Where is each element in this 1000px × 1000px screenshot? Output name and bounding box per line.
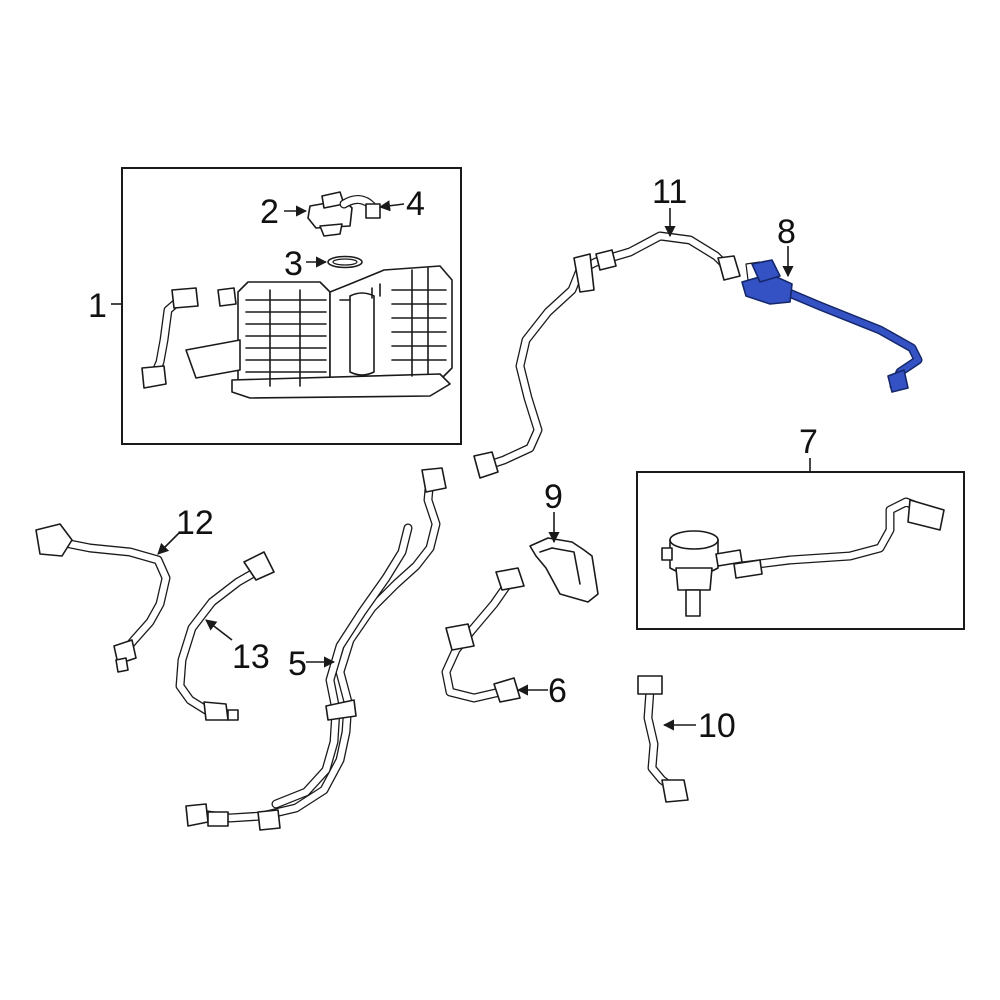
callout-1: 1 [88, 287, 107, 325]
filter-group-box [636, 471, 965, 630]
vapor-canister[interactable] [185, 265, 453, 399]
oxygen-sensor-13[interactable] [175, 551, 275, 721]
o-ring-seal[interactable] [327, 255, 363, 269]
vapor-hose-6[interactable] [441, 567, 525, 703]
leader-lines [111, 200, 811, 731]
callout-4: 4 [406, 185, 425, 223]
callout-5: 5 [288, 645, 307, 683]
highlighted-vapor-line-8[interactable] [741, 259, 923, 393]
canister-group-box [121, 167, 462, 445]
callout-3: 3 [284, 245, 303, 283]
oxygen-sensor-12[interactable] [35, 523, 171, 673]
fuel-vapor-filter[interactable] [661, 530, 743, 617]
callout-10: 10 [698, 707, 736, 745]
callout-6: 6 [548, 672, 567, 710]
callout-2: 2 [260, 193, 279, 231]
callout-12: 12 [176, 504, 214, 542]
vapor-hose-11[interactable] [473, 231, 763, 479]
filter-hose[interactable] [733, 497, 945, 579]
purge-hose-assembly-5[interactable] [185, 467, 447, 831]
callout-labels: 1 2 3 4 11 8 7 12 9 13 5 6 10 [88, 173, 818, 745]
canister-vent-hose[interactable] [141, 287, 199, 389]
mounting-bracket-9[interactable] [529, 537, 599, 603]
valve-elbow-hose[interactable] [339, 195, 381, 219]
callout-8: 8 [777, 213, 796, 251]
callout-7: 7 [799, 423, 818, 461]
callout-13: 13 [232, 638, 270, 676]
callout-11: 11 [652, 173, 687, 211]
callout-9: 9 [544, 478, 563, 516]
vapor-hose-10[interactable] [637, 675, 689, 803]
